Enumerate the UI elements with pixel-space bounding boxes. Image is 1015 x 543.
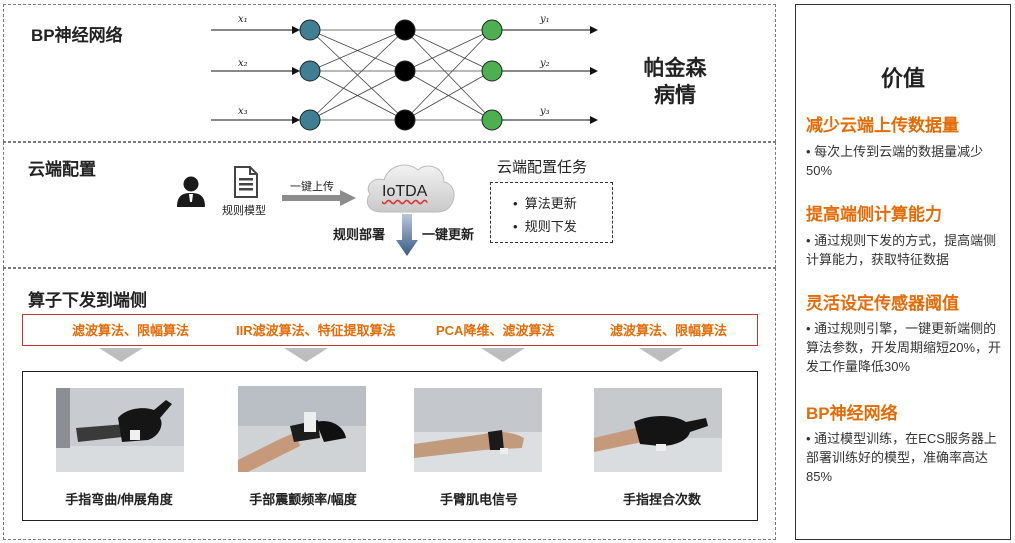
task-item-label: 算法更新 <box>524 196 577 211</box>
nn-output-y1: y₁ <box>540 14 550 25</box>
one-click-update-label: 一键更新 <box>422 227 475 242</box>
task-item: • 算法更新 <box>513 196 577 211</box>
upload-arrow <box>282 190 356 206</box>
value-text-4: • 通过模型训练，在ECS服务器上部署训练好的模型，准确率高达85% <box>806 431 997 484</box>
value-title: 价值 <box>880 66 925 91</box>
nn-connection <box>309 70 406 121</box>
task-item-label: 规则下发 <box>524 219 577 234</box>
nn-input-node <box>299 109 321 131</box>
value-text-2: • 通过规则下发的方式，提高端侧计算能力，获取特征数据 <box>806 233 997 267</box>
value-text-1-body: 每次上传到云端的数据量减少50% <box>806 144 984 178</box>
nn-output-node <box>481 19 503 41</box>
value-panel: 价值 减少云端上传数据量 • 每次上传到云端的数据量减少50% 提高端侧计算能力… <box>795 4 1011 540</box>
cloud-config-title: 云端配置 <box>28 160 96 179</box>
edge-title: 算子下发到端侧 <box>28 291 147 310</box>
value-head-4: BP神经网络 <box>806 404 898 423</box>
algorithm-label-4: 滤波算法、限幅算法 <box>610 323 728 338</box>
nn-output-y3: y₃ <box>540 106 550 117</box>
value-head-2: 提高端侧计算能力 <box>806 205 942 224</box>
value-text-4-body: 通过模型训练，在ECS服务器上部署训练好的模型，准确率高达85% <box>806 431 997 484</box>
nn-connection <box>309 29 406 121</box>
nn-input-node <box>299 60 321 82</box>
nn-input-x1: x₁ <box>238 14 248 25</box>
bp-network-panel <box>3 4 776 142</box>
task-item: • 规则下发 <box>513 219 577 234</box>
algorithm-label-3: PCA降维、滤波算法 <box>436 323 555 338</box>
caption-emg: 手臂肌电信号 <box>439 492 518 507</box>
down-triangle-icon <box>639 348 683 362</box>
value-text-3: • 通过规则引擎，一键更新端侧的算法参数，开发周期缩短20%，开发工作量降低30… <box>806 321 1002 374</box>
nn-output-node <box>481 109 503 131</box>
glove-photo-pinch <box>594 388 722 472</box>
nn-input-node <box>299 19 321 41</box>
down-triangle-icon <box>99 348 143 362</box>
diagnosis-line1: 帕金森 <box>643 57 707 80</box>
nn-output-y2: y₂ <box>540 58 550 69</box>
down-triangle-icon <box>481 348 525 362</box>
deploy-down-arrow <box>396 214 418 256</box>
algorithm-label-1: 滤波算法、限幅算法 <box>72 323 190 338</box>
rule-deploy-label: 规则部署 <box>333 227 386 242</box>
value-text-2-body: 通过规则下发的方式，提高端侧计算能力，获取特征数据 <box>806 233 997 267</box>
glove-photo-finger-bend <box>56 388 184 472</box>
nn-input-labels: x₁ x₂ x₃ <box>238 12 268 122</box>
edge-panel <box>3 268 776 540</box>
document-icon <box>234 166 258 198</box>
diagnosis-result: 帕金森 病情 <box>640 55 710 109</box>
bp-network-title: BP神经网络 <box>31 26 123 45</box>
value-head-3: 灵活设定传感器阈值 <box>806 294 959 313</box>
cloud-task-list: • 算法更新 • 规则下发 <box>513 192 577 238</box>
cloud-config-panel <box>3 142 776 268</box>
nn-output-node <box>481 60 503 82</box>
device-photo-frame <box>22 371 758 521</box>
cloud-task-title: 云端配置任务 <box>497 159 588 176</box>
down-triangle-icon <box>284 348 328 362</box>
cloud-icon <box>366 164 455 213</box>
upload-label: 一键上传 <box>290 181 334 193</box>
value-text-1: • 每次上传到云端的数据量减少50% <box>806 144 984 178</box>
nn-input-x3: x₃ <box>238 106 248 117</box>
value-text-3-body: 通过规则引擎，一键更新端侧的算法参数，开发周期缩短20%，开发工作量降低30% <box>806 321 1002 374</box>
nn-input-x2: x₂ <box>238 58 248 69</box>
caption-pinch: 手指捏合次数 <box>622 492 701 507</box>
arm-photo-emg <box>414 388 542 472</box>
nn-output-labels: y₁ y₂ y₃ <box>540 12 570 122</box>
nn-hidden-node <box>394 109 416 131</box>
rule-model-label: 规则模型 <box>222 205 266 217</box>
algorithm-bar <box>22 314 758 346</box>
nn-hidden-node <box>394 60 416 82</box>
nn-connection <box>404 29 493 72</box>
caption-finger-bend: 手指弯曲/伸展角度 <box>65 492 173 507</box>
value-head-1: 减少云端上传数据量 <box>806 116 959 135</box>
caption-tremor: 手部震颤频率/幅度 <box>249 492 357 507</box>
nn-connection <box>404 70 493 121</box>
glove-photo-tremor <box>238 386 366 472</box>
nn-hidden-node <box>394 19 416 41</box>
nn-connection <box>404 29 493 121</box>
nn-connection <box>309 29 406 72</box>
diagnosis-line2: 病情 <box>654 84 696 107</box>
algorithm-label-2: IIR滤波算法、特征提取算法 <box>236 323 396 338</box>
iotda-label: IoTDA <box>382 183 428 200</box>
user-icon <box>177 176 205 207</box>
cloud-task-box <box>490 182 613 243</box>
neural-network-diagram <box>211 19 598 131</box>
